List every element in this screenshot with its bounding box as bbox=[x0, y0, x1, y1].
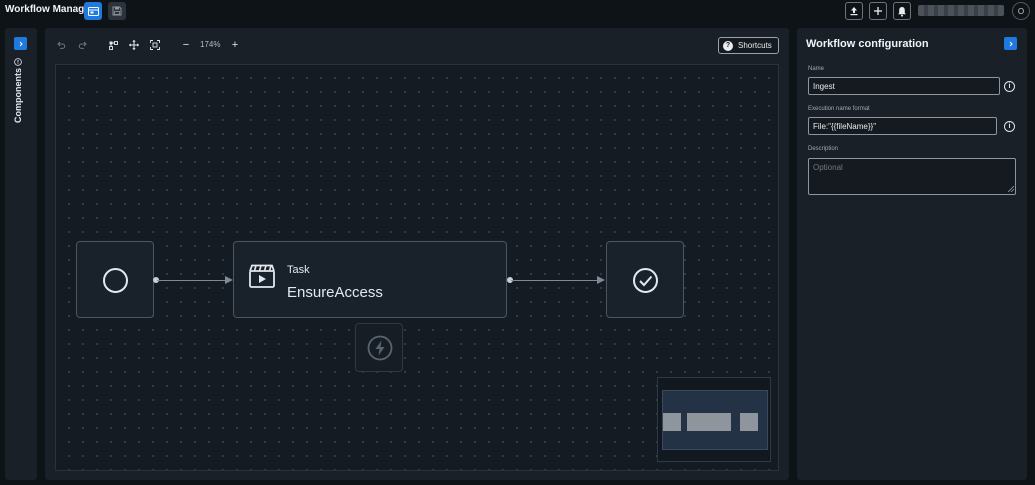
execution-name-format-field[interactable] bbox=[808, 117, 997, 135]
execution-name-format-label: Execution name format bbox=[808, 106, 870, 112]
plus-icon bbox=[874, 7, 882, 15]
execution-name-format-info-icon[interactable]: i bbox=[1004, 121, 1015, 132]
designer-view-icon bbox=[87, 6, 99, 16]
chevron-right-icon bbox=[1009, 41, 1013, 46]
task-node[interactable]: Task EnsureAccess bbox=[233, 241, 507, 318]
fit-view-icon bbox=[150, 40, 160, 50]
bell-icon bbox=[898, 6, 906, 17]
designer-view-button[interactable] bbox=[84, 2, 102, 20]
start-node[interactable] bbox=[76, 241, 154, 318]
undo-icon bbox=[56, 41, 65, 49]
upload-button[interactable] bbox=[845, 2, 863, 20]
zoom-out-button[interactable]: − bbox=[182, 39, 190, 51]
circle-start-icon bbox=[103, 268, 128, 293]
minimap[interactable] bbox=[657, 377, 771, 462]
redo-button[interactable] bbox=[75, 38, 89, 52]
task-node-output-handle[interactable] bbox=[507, 277, 513, 283]
canvas-panel: − 174% + ? Shortcuts Task EnsureAccess bbox=[45, 28, 789, 480]
minimap-node bbox=[740, 413, 758, 431]
zoom-level: 174% bbox=[200, 40, 221, 49]
config-panel-title: Workflow configuration bbox=[806, 38, 929, 50]
info-icon bbox=[14, 58, 22, 66]
edge-start-to-task[interactable] bbox=[157, 280, 227, 281]
workflow-canvas[interactable]: Task EnsureAccess bbox=[55, 64, 779, 471]
add-button[interactable] bbox=[869, 2, 887, 20]
auto-layout-icon bbox=[108, 40, 118, 50]
workflow-configuration-panel: Workflow configuration Name i Execution … bbox=[797, 28, 1027, 480]
name-field[interactable] bbox=[808, 77, 1000, 95]
shortcuts-label: Shortcuts bbox=[738, 41, 772, 50]
top-bar: Workflow Manager O bbox=[0, 0, 1035, 22]
undo-button[interactable] bbox=[54, 38, 68, 52]
pan-button[interactable] bbox=[127, 38, 141, 52]
auto-layout-button[interactable] bbox=[106, 38, 120, 52]
lightning-icon bbox=[367, 335, 393, 361]
help-icon: ? bbox=[723, 40, 733, 51]
description-label: Description bbox=[808, 146, 839, 152]
clapperboard-icon bbox=[249, 264, 275, 288]
task-node-name: EnsureAccess bbox=[287, 284, 383, 301]
start-node-output-handle[interactable] bbox=[153, 277, 159, 283]
minimap-viewport[interactable] bbox=[662, 390, 768, 450]
app-title: Workflow Manager bbox=[5, 4, 94, 15]
trigger-node[interactable] bbox=[355, 323, 403, 372]
components-rail-label[interactable]: Components bbox=[13, 58, 23, 123]
description-field[interactable] bbox=[808, 158, 1016, 195]
upload-icon bbox=[850, 7, 858, 16]
edge-arrow bbox=[225, 276, 233, 284]
redo-icon bbox=[78, 41, 87, 49]
name-field-label: Name bbox=[808, 66, 825, 72]
save-button[interactable] bbox=[108, 2, 126, 20]
resize-grip-icon[interactable] bbox=[1008, 186, 1014, 192]
config-panel-toggle-button[interactable] bbox=[1004, 37, 1017, 50]
end-node[interactable] bbox=[606, 241, 684, 318]
avatar[interactable]: O bbox=[1012, 2, 1030, 20]
components-toggle-button[interactable] bbox=[14, 37, 27, 50]
move-icon bbox=[129, 40, 139, 50]
minimap-node bbox=[687, 413, 731, 431]
components-label: Components bbox=[13, 68, 23, 123]
save-icon bbox=[112, 6, 122, 16]
zoom-in-button[interactable]: + bbox=[231, 39, 239, 51]
task-node-type: Task bbox=[287, 264, 310, 276]
edge-arrow bbox=[597, 276, 605, 284]
chevron-right-icon bbox=[19, 41, 23, 46]
components-rail: Components bbox=[5, 28, 37, 480]
name-info-icon[interactable]: i bbox=[1004, 81, 1015, 92]
check-circle-icon bbox=[633, 268, 658, 293]
notifications-button[interactable] bbox=[893, 2, 911, 20]
shortcuts-button[interactable]: ? Shortcuts bbox=[718, 37, 779, 54]
edge-task-to-end[interactable] bbox=[511, 280, 599, 281]
minimap-node bbox=[663, 413, 681, 431]
fit-view-button[interactable] bbox=[148, 38, 162, 52]
user-name[interactable] bbox=[918, 5, 1004, 16]
